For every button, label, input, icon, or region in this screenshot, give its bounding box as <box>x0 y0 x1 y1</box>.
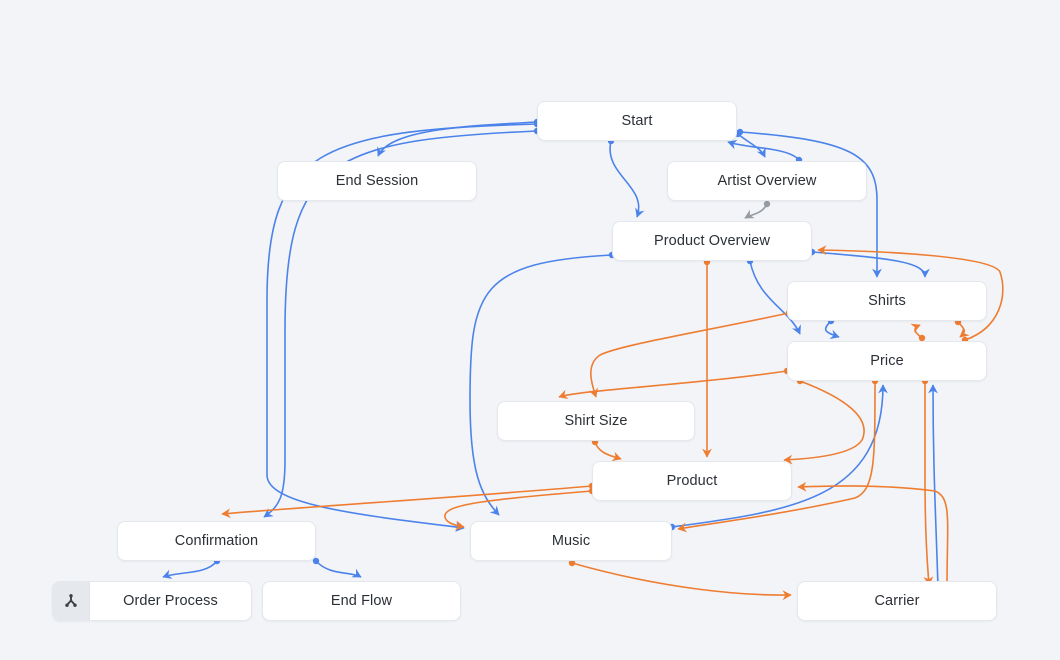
node-label: End Session <box>335 173 419 189</box>
edge-price-to-music[interactable] <box>677 380 876 533</box>
node-label: Shirt Size <box>564 413 628 429</box>
edge-start-to-product-overview[interactable] <box>609 140 645 218</box>
edge-start-to-shirts[interactable] <box>739 131 882 278</box>
edge-price-to-product-overview[interactable] <box>817 245 1004 341</box>
edge-start-to-artist-overview[interactable] <box>737 133 766 158</box>
node-start[interactable]: Start <box>537 101 737 141</box>
edge-start-to-confirmation[interactable] <box>263 130 538 518</box>
edge-shirts-to-shirt-size[interactable] <box>588 312 790 398</box>
edge-start-to-music[interactable] <box>266 123 538 532</box>
edge-product-to-music[interactable] <box>444 490 593 531</box>
node-product[interactable]: Product <box>592 461 792 501</box>
node-price[interactable]: Price <box>787 341 987 381</box>
edge-source-dot <box>918 334 926 342</box>
edge-product-overview-to-price[interactable] <box>749 260 801 335</box>
edge-source-dot <box>736 128 744 136</box>
edge-price-to-carrier[interactable] <box>923 381 934 586</box>
edge-artist-overview-to-product-overview[interactable] <box>744 203 768 219</box>
edge-source-dot <box>312 557 320 565</box>
edge-artist-overview-to-start[interactable] <box>727 139 800 161</box>
node-label: Music <box>551 533 591 549</box>
node-label: Order Process <box>123 593 218 609</box>
edge-product-overview-to-music[interactable] <box>469 254 613 516</box>
edge-confirmation-to-end-flow[interactable] <box>315 560 362 578</box>
subflow-icon <box>53 582 90 620</box>
node-label: Carrier <box>874 593 920 609</box>
edge-source-dot <box>763 200 771 208</box>
node-label: Artist Overview <box>717 173 817 189</box>
node-product-overview[interactable]: Product Overview <box>612 221 812 261</box>
edge-product-to-confirmation[interactable] <box>221 485 593 519</box>
node-order-process[interactable]: Order Process <box>52 581 252 621</box>
edge-music-to-carrier[interactable] <box>571 562 792 601</box>
edge-carrier-to-price[interactable] <box>928 384 939 589</box>
edge-carrier-to-product[interactable] <box>797 481 949 589</box>
edge-price-to-shirt-size[interactable] <box>558 370 788 400</box>
edge-product-overview-to-shirts[interactable] <box>811 251 930 278</box>
node-label: Confirmation <box>174 533 259 549</box>
node-end-session[interactable]: End Session <box>277 161 477 201</box>
edge-confirmation-to-order-process[interactable] <box>162 560 218 579</box>
node-label: Start <box>621 113 653 129</box>
node-label: Product Overview <box>653 233 771 249</box>
node-shirts[interactable]: Shirts <box>787 281 987 321</box>
node-label: Shirts <box>868 293 906 309</box>
edge-price-to-product[interactable] <box>783 380 865 465</box>
node-shirt-size[interactable]: Shirt Size <box>497 401 695 441</box>
node-label: Product <box>666 473 718 489</box>
node-label: Price <box>870 353 904 369</box>
edge-shirt-size-to-product[interactable] <box>594 441 622 461</box>
node-music[interactable]: Music <box>470 521 672 561</box>
node-label: End Flow <box>330 593 393 609</box>
node-carrier[interactable]: Carrier <box>797 581 997 621</box>
node-artist-overview[interactable]: Artist Overview <box>667 161 867 201</box>
edge-music-to-price[interactable] <box>671 384 888 528</box>
node-confirmation[interactable]: Confirmation <box>117 521 316 561</box>
edge-source-dot <box>568 559 576 567</box>
node-end-flow[interactable]: End Flow <box>262 581 461 621</box>
